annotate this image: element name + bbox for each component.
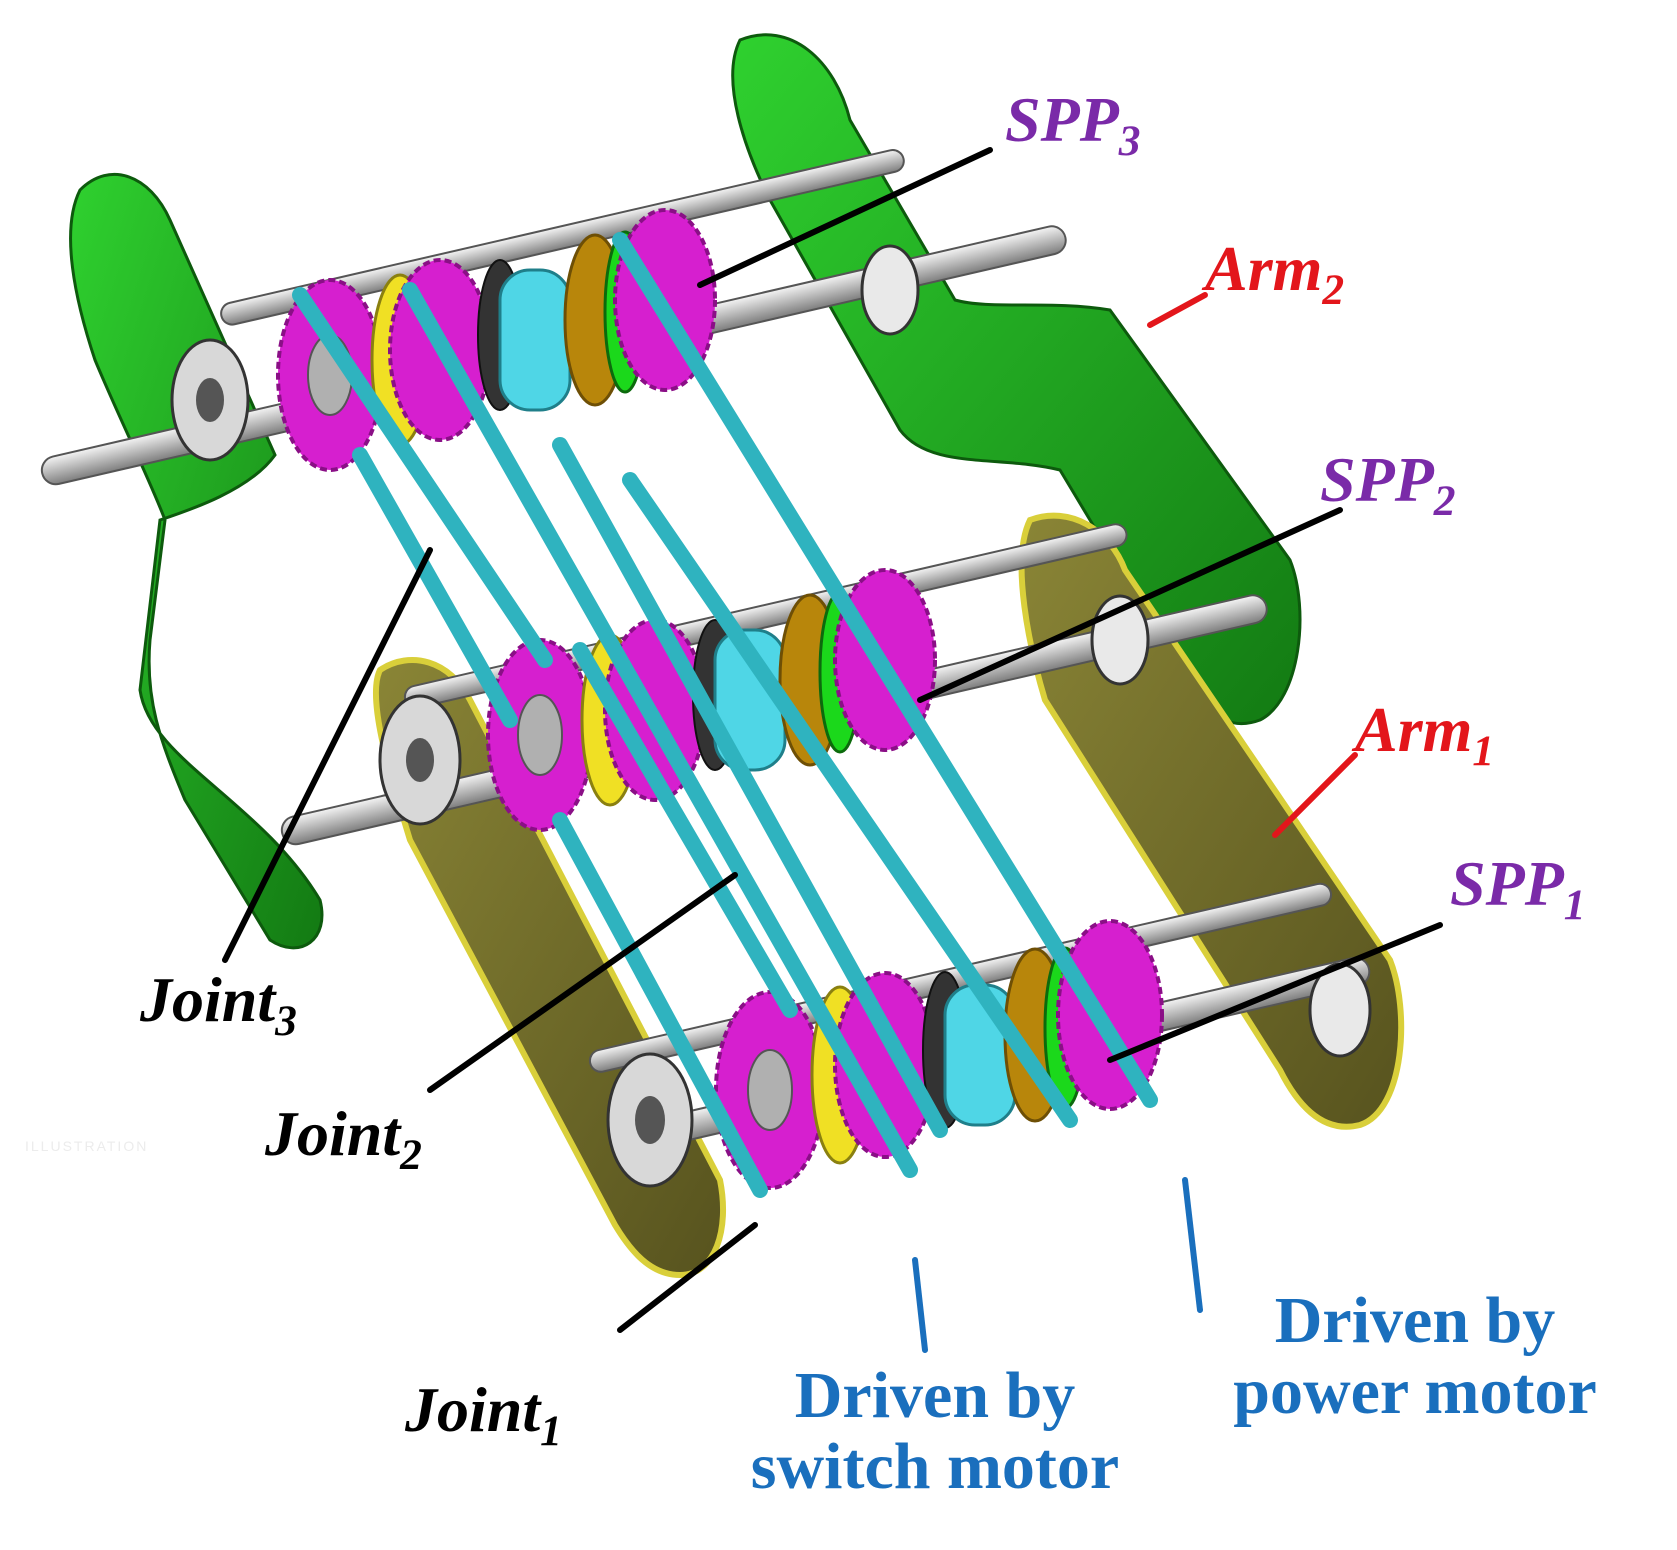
spp2-label-base: SPP xyxy=(1320,444,1434,515)
spp3-label-base: SPP xyxy=(1005,84,1119,155)
arm2-label-sub: 2 xyxy=(1322,265,1345,314)
belts xyxy=(292,232,1158,1198)
joint3-label-base: Joint xyxy=(140,964,276,1035)
joint3-label-sub: 3 xyxy=(275,996,297,1045)
spp3-label-sub: 3 xyxy=(1118,116,1141,165)
spp1-label: SPP1 xyxy=(1450,852,1586,927)
joint2-label: Joint2 xyxy=(265,1102,422,1177)
spp1-label-base: SPP xyxy=(1450,848,1564,919)
arm1-label: Arm1 xyxy=(1355,698,1494,773)
joint1-label-sub: 1 xyxy=(540,1406,562,1455)
power-motor-label: Driven by power motor xyxy=(1185,1285,1645,1428)
switch-motor-label: Driven by switch motor xyxy=(700,1360,1170,1503)
watermark-text: ILLUSTRATION xyxy=(25,1138,149,1154)
arm1-label-sub: 1 xyxy=(1472,726,1495,775)
joint1-label-base: Joint xyxy=(405,1374,541,1445)
arm2-label-base: Arm xyxy=(1205,233,1323,304)
spp1-label-sub: 1 xyxy=(1563,880,1586,929)
joint3-label: Joint3 xyxy=(140,968,297,1043)
switch-motor-line2: switch motor xyxy=(750,1430,1120,1504)
power-motor-line2: power motor xyxy=(1233,1355,1597,1429)
arm2-label: Arm2 xyxy=(1205,237,1344,312)
power-motor-line1: Driven by xyxy=(1274,1284,1556,1357)
spp3-label: SPP3 xyxy=(1005,88,1141,163)
joint2-label-base: Joint xyxy=(265,1098,401,1169)
spp2-label: SPP2 xyxy=(1320,448,1456,523)
flanges xyxy=(170,244,1372,1188)
joint2-label-sub: 2 xyxy=(400,1130,422,1179)
leader-lines xyxy=(222,147,1443,1353)
switch-motor-line1: Driven by xyxy=(794,1359,1076,1432)
spp2-label-sub: 2 xyxy=(1433,476,1456,525)
joint1-label: Joint1 xyxy=(405,1378,562,1453)
arm1-label-base: Arm xyxy=(1355,694,1473,765)
